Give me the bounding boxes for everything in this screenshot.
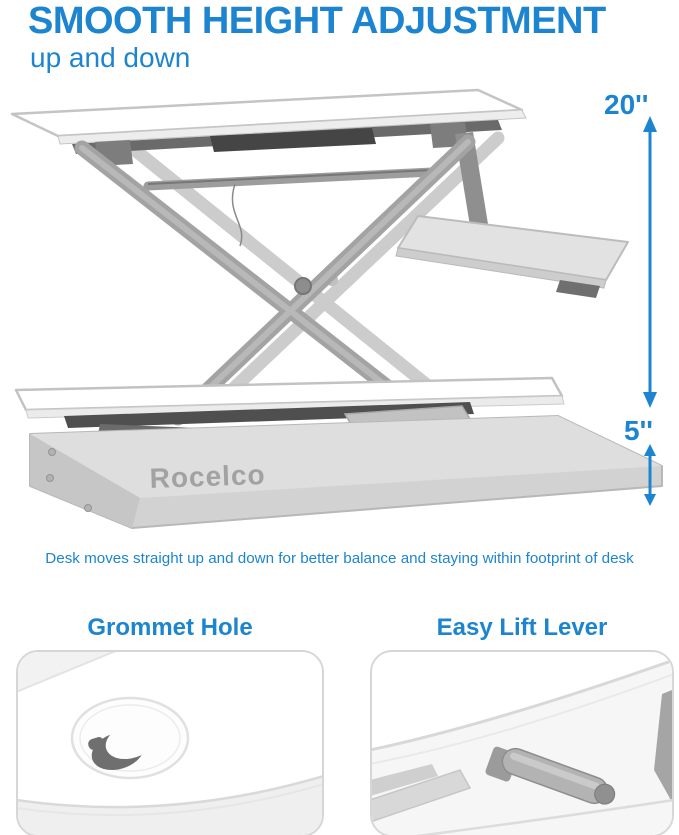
grommet-hole [70,696,190,780]
measurement-5-label: 5'' [624,415,653,446]
lift-lever-handle [485,746,616,805]
brand-logo: Rocelco [149,459,266,494]
product-illustration: Rocelco 20'' 5'' [0,84,679,554]
measurement-20: 20'' [604,89,657,408]
gas-strut [143,167,437,247]
scissor-arm-hint-2 [372,764,438,796]
base-frame: Rocelco [29,415,663,529]
page-subtitle: up and down [30,42,191,73]
front-scissor-legs [74,134,476,426]
desk-riser-drawing: Rocelco 20'' 5'' [10,88,663,529]
desk-top-surface [10,88,527,166]
measurement-20-label: 20'' [604,89,648,120]
measurement-5: 5'' [624,415,656,506]
lift-lever-drawing [372,652,672,835]
feature-lever-title: Easy Lift Lever [436,614,608,641]
keyboard-tray-upper [395,215,629,298]
hero-caption: Desk moves straight up and down for bett… [45,550,634,567]
feature-grommet-title: Grommet Hole [87,614,253,641]
grommet-hole-drawing [18,652,322,835]
easy-lift-lever-image [370,650,674,835]
scissor-arm-hint [372,769,472,823]
desk-edge-sliver [654,690,672,802]
page-title: SMOOTH HEIGHT ADJUSTMENT [28,0,606,42]
grommet-hole-image [16,650,324,835]
